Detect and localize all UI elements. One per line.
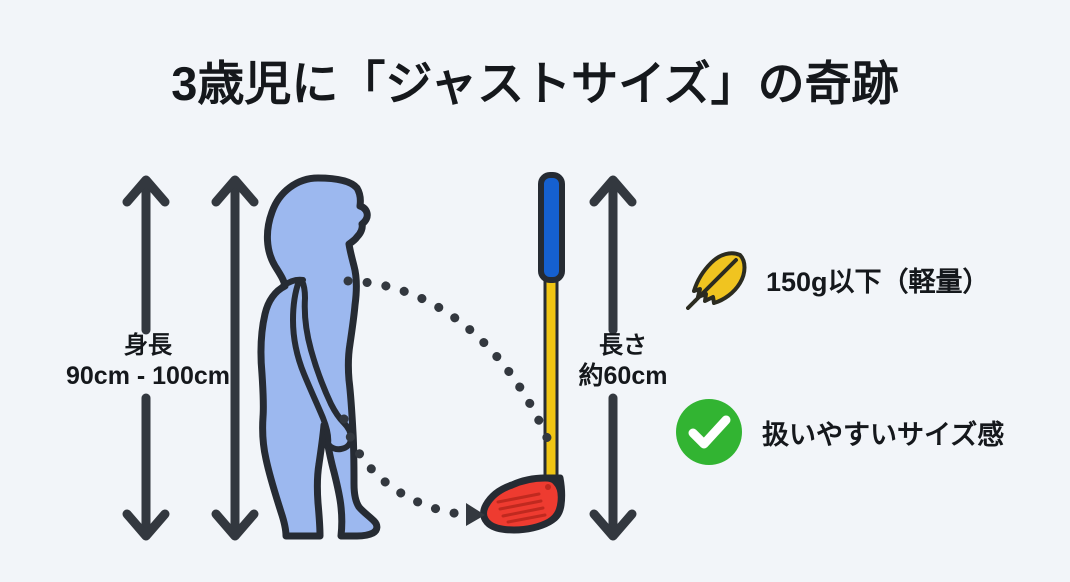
dotted-pointer-upper bbox=[343, 276, 553, 445]
feature-size: 扱いやすいサイズ感 bbox=[674, 397, 1004, 467]
length-caption: 長さ bbox=[599, 332, 647, 359]
feature-weight-label: 150g以下（軽量） bbox=[766, 266, 990, 297]
length-dimension-label: 長さ 約60cm bbox=[548, 331, 698, 392]
page-title: 3歳児に「ジャストサイズ」の奇跡 bbox=[171, 57, 899, 110]
height-caption: 身長 bbox=[124, 332, 172, 359]
golf-club bbox=[480, 172, 566, 534]
feather-icon bbox=[686, 251, 747, 310]
height-arrow-outer bbox=[122, 175, 170, 541]
length-value: 約60cm bbox=[578, 362, 668, 390]
height-arrow-inner bbox=[211, 175, 259, 541]
height-dimension-label: 身長 90cm - 100cm bbox=[18, 331, 278, 392]
dotted-pointer-lower bbox=[339, 414, 485, 526]
length-arrow bbox=[589, 175, 637, 541]
toddler-silhouette bbox=[257, 174, 381, 540]
height-value: 90cm - 100cm bbox=[65, 362, 230, 390]
check-circle-icon bbox=[676, 399, 742, 465]
feature-size-label: 扱いやすいサイズ感 bbox=[762, 419, 1005, 450]
clubface-grooves bbox=[496, 492, 547, 524]
feature-weight: 150g以下（軽量） bbox=[686, 248, 990, 310]
